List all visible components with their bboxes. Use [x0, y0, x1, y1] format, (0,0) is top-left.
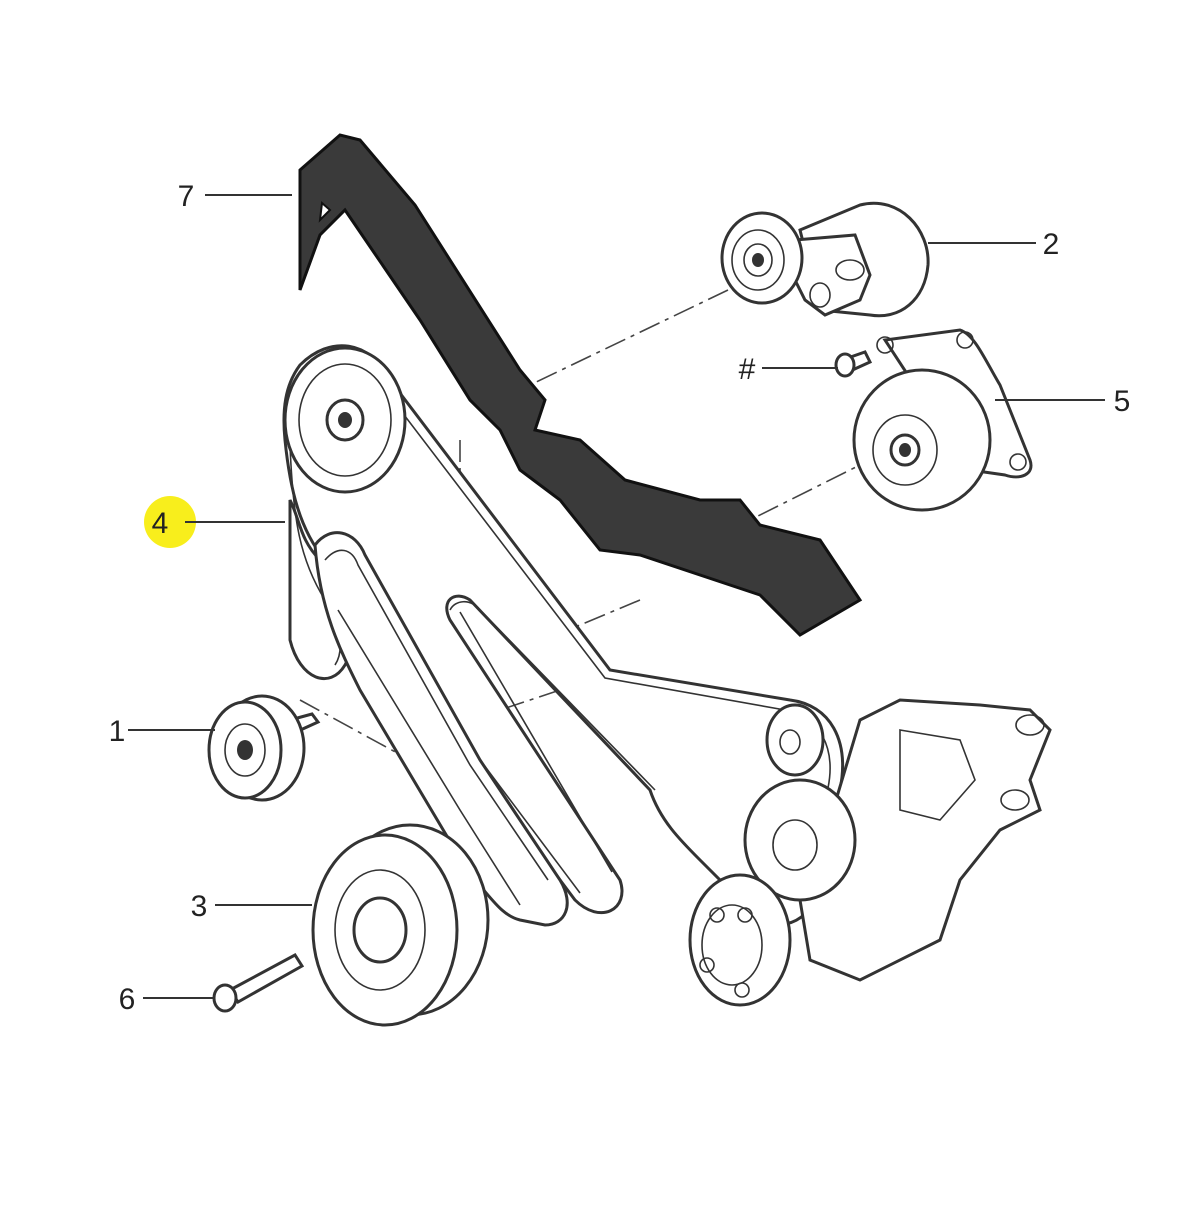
callout-label: 4	[152, 507, 169, 540]
water-pump-icon	[688, 698, 1052, 1007]
crankshaft-pulley-icon	[311, 823, 490, 1027]
idler-pulley-icon	[207, 694, 321, 802]
callout-label: #	[739, 353, 756, 386]
bolt-icon	[834, 350, 873, 378]
tensioner-pulley-icon	[834, 328, 1033, 512]
belt-guard-icon	[298, 133, 863, 637]
callout-label: 3	[191, 890, 208, 923]
callout-label: 7	[178, 180, 195, 213]
tensioner-assembly-icon	[720, 201, 930, 318]
callout-7: 7	[178, 180, 292, 213]
callout-label: 5	[1114, 385, 1131, 418]
callout-3: 3	[191, 890, 312, 923]
callout-hash: #	[739, 353, 838, 386]
callout-label: 2	[1043, 228, 1060, 261]
callout-4: 4	[144, 496, 285, 548]
callout-label: 1	[109, 715, 126, 748]
callout-1: 1	[109, 715, 215, 748]
serpentine-belt-icon	[282, 344, 845, 927]
callout-5: 5	[995, 385, 1130, 418]
callout-6: 6	[119, 983, 214, 1016]
guard-pulley	[283, 346, 407, 494]
callout-label: 6	[119, 983, 136, 1016]
highlight-marker	[144, 496, 196, 548]
callout-2: 2	[928, 228, 1059, 261]
bolt-icon	[212, 953, 305, 1013]
